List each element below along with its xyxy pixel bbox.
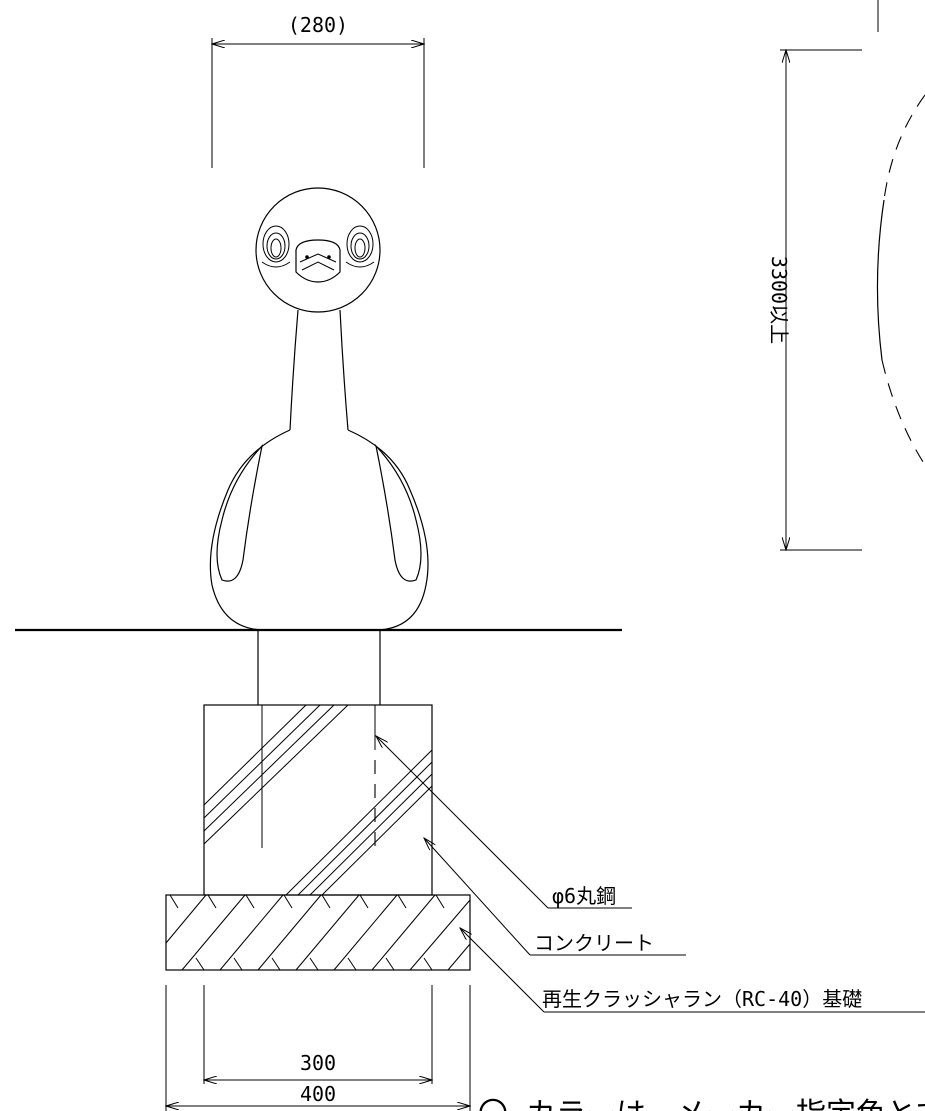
concrete-label: コンクリート [534, 931, 654, 955]
concrete-leader: コンクリート [424, 838, 686, 956]
crushed-stone-foundation [165, 894, 471, 971]
top-width-dimension: (280) [212, 13, 424, 168]
bird-body [209, 429, 429, 631]
bottom-note: 〇 カラーは、メーカー指定色とする [478, 1097, 925, 1111]
foundation-leader: 再生クラッシャラン（RC-40）基礎 [460, 928, 925, 1013]
outer-base-label: 400 [300, 1082, 336, 1106]
foundation-label: 再生クラッシャラン（RC-40）基礎 [542, 987, 862, 1011]
bird-right-wing [374, 444, 422, 582]
height-label: 3300以上 [767, 256, 791, 344]
post [257, 630, 381, 705]
top-width-label: (280) [288, 13, 348, 37]
concrete-block [203, 704, 433, 896]
clearance-arc [876, 94, 925, 466]
bird-head [255, 187, 381, 313]
bird-left-eye [261, 225, 291, 268]
height-dimension: 3300以上 [767, 0, 879, 550]
bird-beak [295, 239, 341, 283]
bird-neck [289, 309, 299, 431]
foundation-hatch [165, 894, 471, 971]
bird-left-wing [216, 444, 264, 582]
bird-figure [209, 187, 429, 631]
concrete-hatch [203, 704, 433, 896]
bird-right-eye [345, 225, 375, 268]
inner-base-label: 300 [300, 1051, 336, 1075]
base-dimensions: 300 400 [166, 985, 470, 1111]
rebar-label: φ6丸鋼 [552, 884, 616, 908]
rebar-leader: φ6丸鋼 [376, 736, 632, 909]
